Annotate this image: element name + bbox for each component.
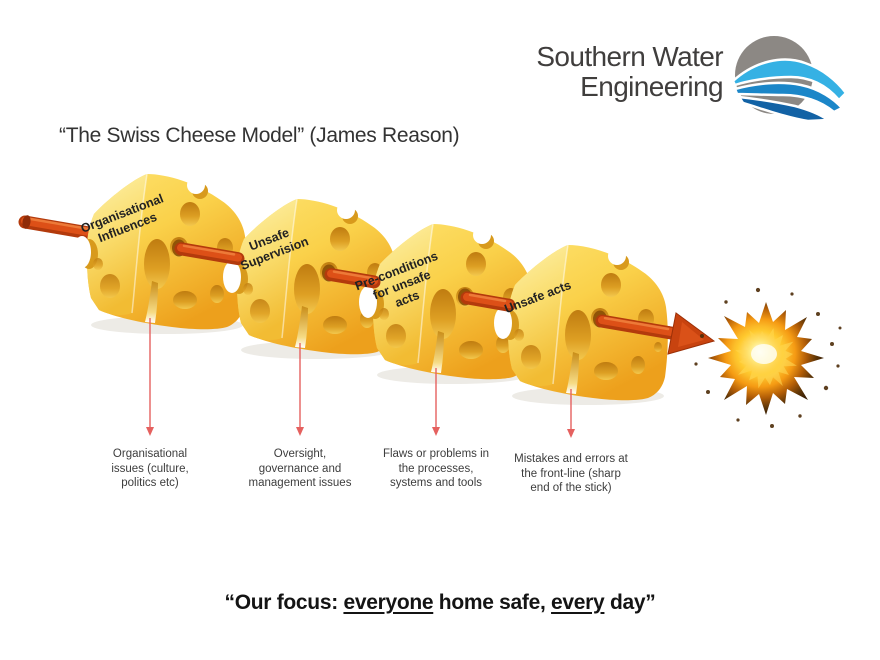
pointer-arrow-4 xyxy=(567,389,575,438)
caption-mistakes-errors: Mistakes and errors at the front-line (s… xyxy=(514,453,628,495)
slide-title: “The Swiss Cheese Model” (James Reason) xyxy=(59,124,460,147)
swiss-cheese-diagram xyxy=(18,173,842,438)
pointer-arrows xyxy=(146,318,575,438)
footer-quote-part: “Our focus: xyxy=(224,591,344,614)
footer-quote-part: home safe, xyxy=(433,591,552,614)
hazard-arrow-segments xyxy=(172,239,716,355)
footer-quote-part: day” xyxy=(604,591,656,614)
caption-oversight-governance: Oversight, governance and management iss… xyxy=(248,448,352,490)
pointer-arrow-2 xyxy=(296,343,304,436)
logo-line-1: Southern Water xyxy=(536,41,723,72)
caption-organisational-issues: Organisational issues (culture, politics… xyxy=(111,448,189,490)
pointer-arrow-1 xyxy=(146,318,154,436)
explosion-burst-icon xyxy=(694,287,842,428)
footer-quote: “Our focus: everyone home safe, every da… xyxy=(0,591,880,615)
footer-quote-underlined: every xyxy=(551,591,605,614)
footer-quote-underlined: everyone xyxy=(343,591,434,614)
pointer-arrow-3 xyxy=(432,368,440,436)
company-logo-text: Southern Water Engineering xyxy=(536,41,723,103)
water-swoosh-logo-icon xyxy=(731,36,848,123)
logo-line-2: Engineering xyxy=(580,71,723,103)
caption-flaws-problems: Flaws or problems in the processes, syst… xyxy=(382,448,490,490)
